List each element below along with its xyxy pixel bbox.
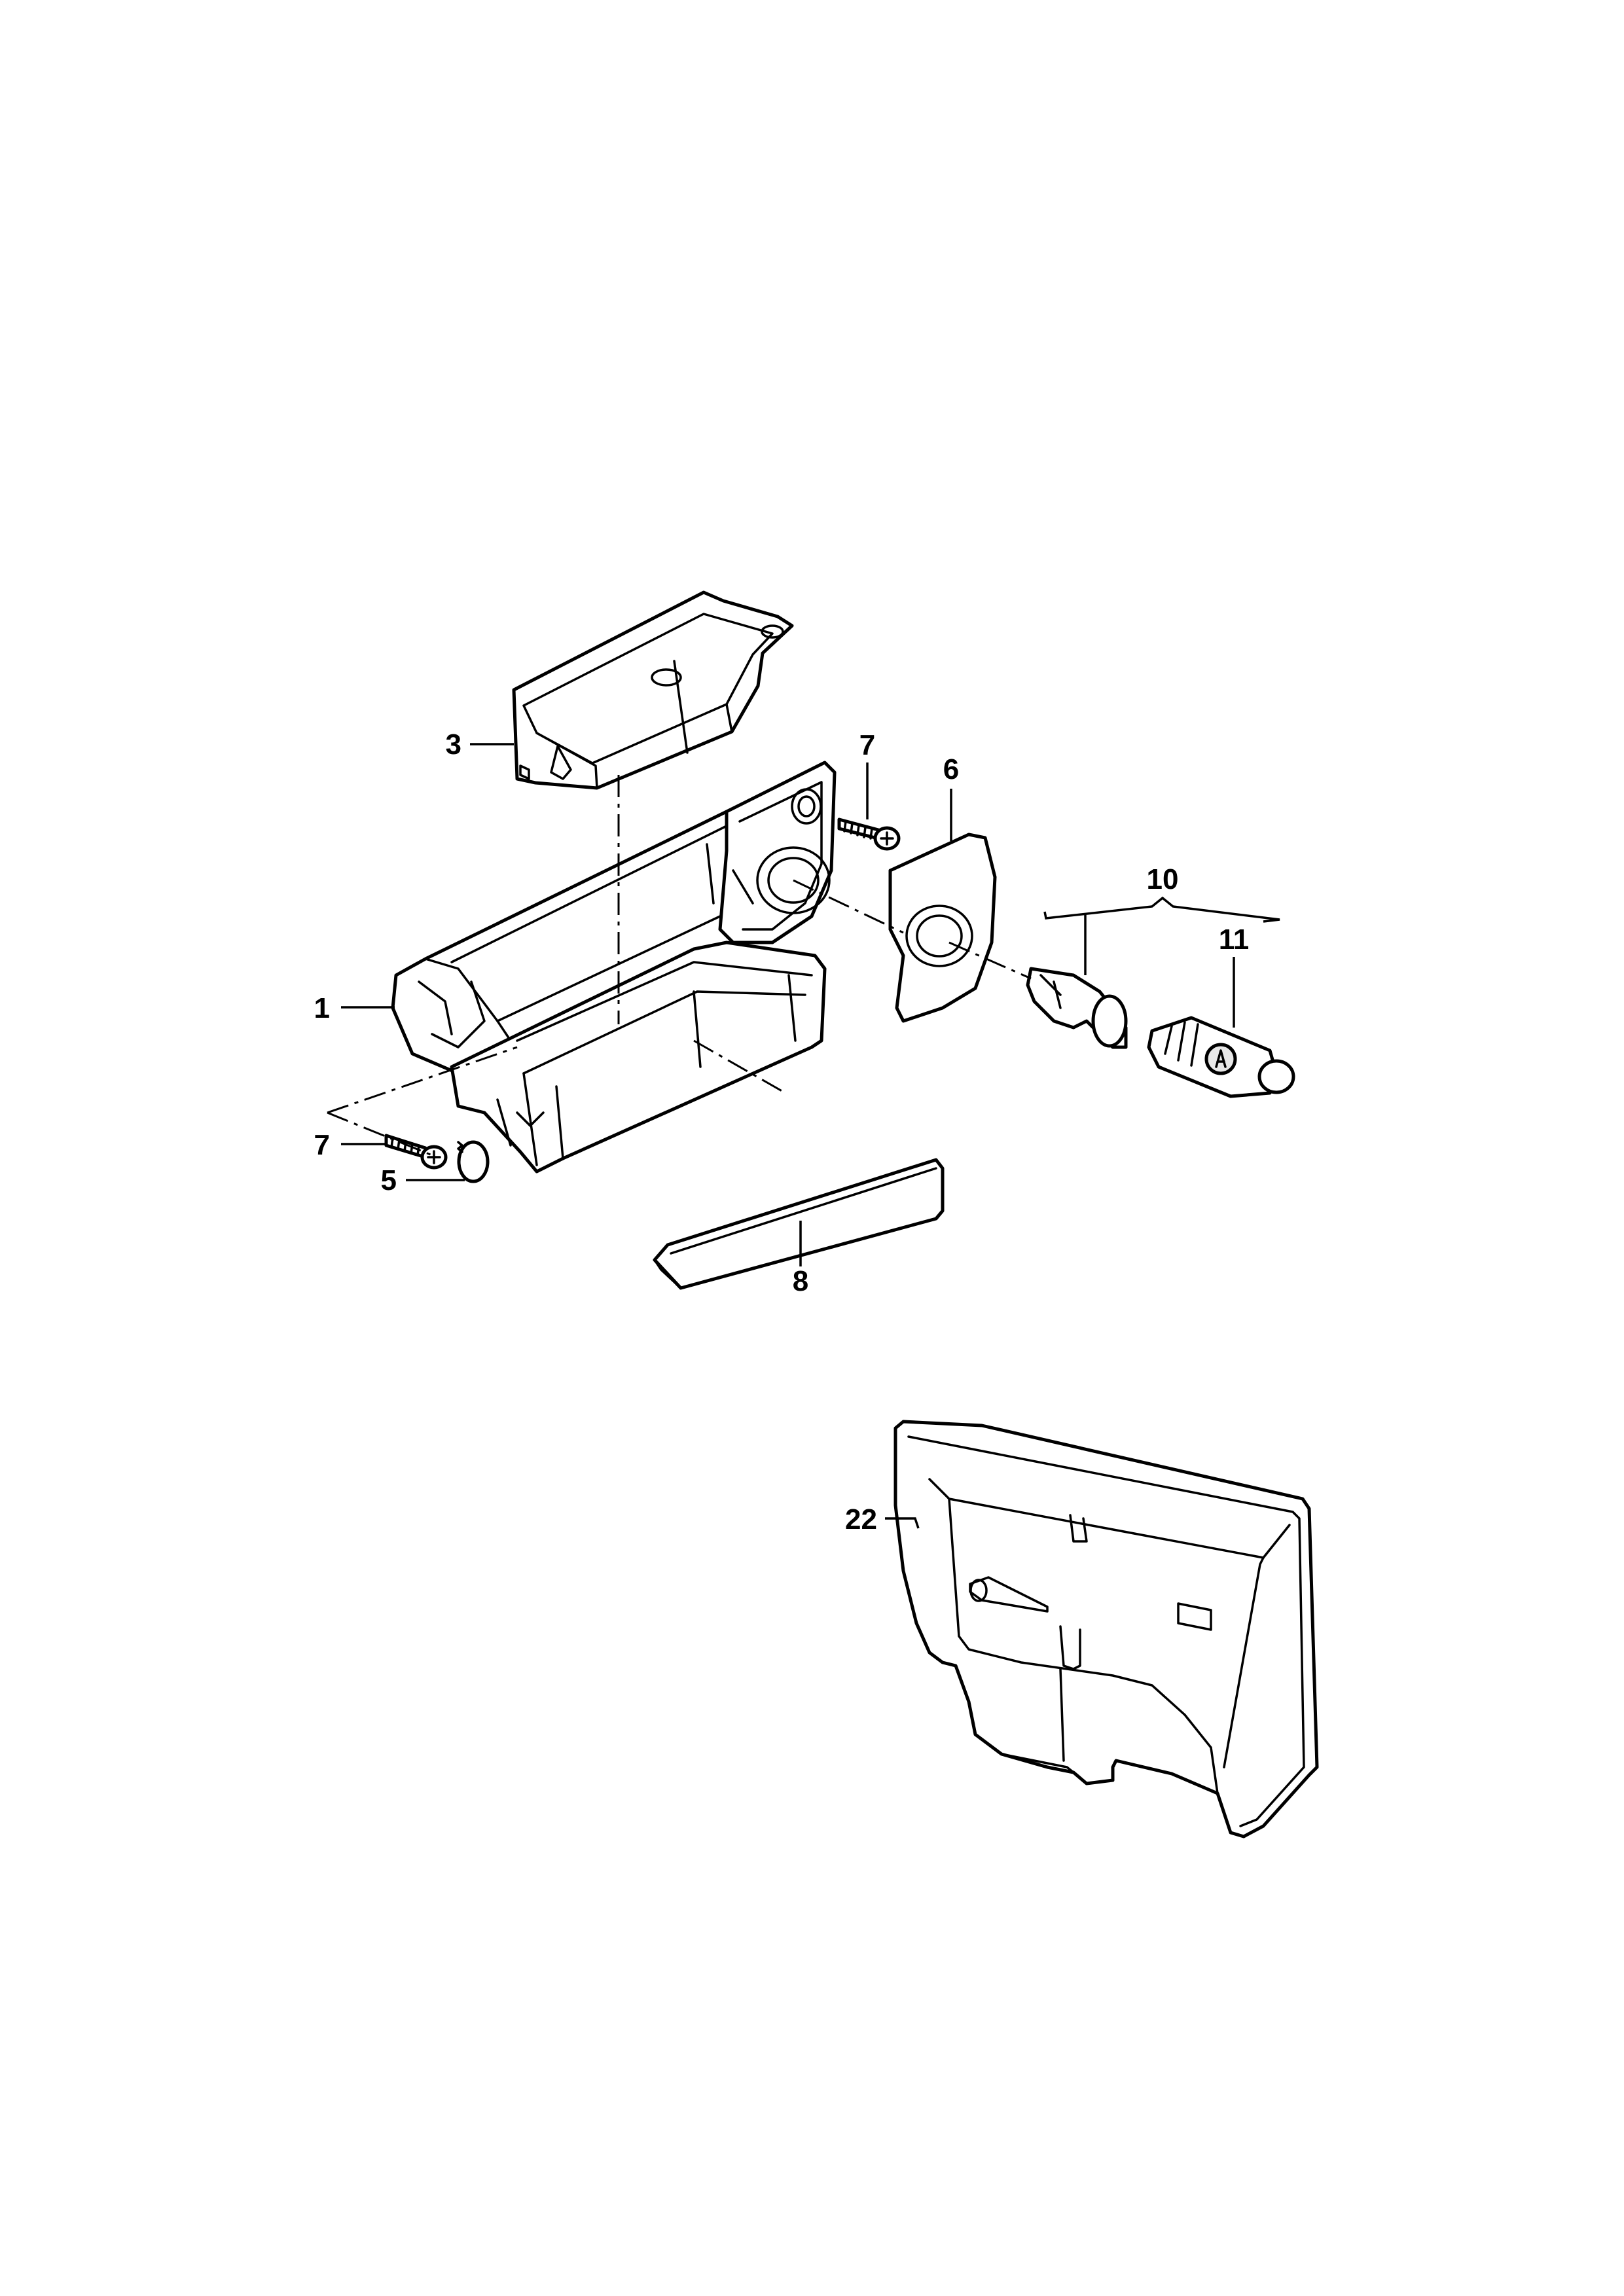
callout-labels: 1 3 5 6 7 7 8 10 11 22 xyxy=(314,728,1250,1535)
assembly-centerlines xyxy=(327,775,1032,1157)
callout-5: 5 xyxy=(381,1164,397,1196)
part-5-cap xyxy=(457,1140,490,1183)
callout-11: 11 xyxy=(1219,924,1250,956)
part-22-liner xyxy=(893,1420,1319,1839)
callout-7-lower: 7 xyxy=(314,1129,330,1161)
callout-7-upper: 7 xyxy=(859,729,875,761)
callout-3: 3 xyxy=(446,728,461,761)
part-11-lighter-element xyxy=(1147,1016,1295,1098)
callout-22: 22 xyxy=(845,1503,877,1535)
callout-6: 6 xyxy=(943,753,959,785)
part-7-screw-lower xyxy=(384,1134,448,1170)
leader-lines xyxy=(341,743,1280,1529)
part-6-end-cover xyxy=(888,833,997,1023)
callout-8: 8 xyxy=(793,1265,808,1297)
callout-1: 1 xyxy=(314,992,330,1024)
part-10-socket-holder xyxy=(1026,967,1128,1049)
part-8-trim-strip xyxy=(653,1158,945,1290)
part-7-screw-upper xyxy=(837,817,901,851)
callout-10: 10 xyxy=(1147,863,1179,895)
part-1-housing xyxy=(391,761,837,1174)
part-3-storage-tray xyxy=(512,590,794,790)
